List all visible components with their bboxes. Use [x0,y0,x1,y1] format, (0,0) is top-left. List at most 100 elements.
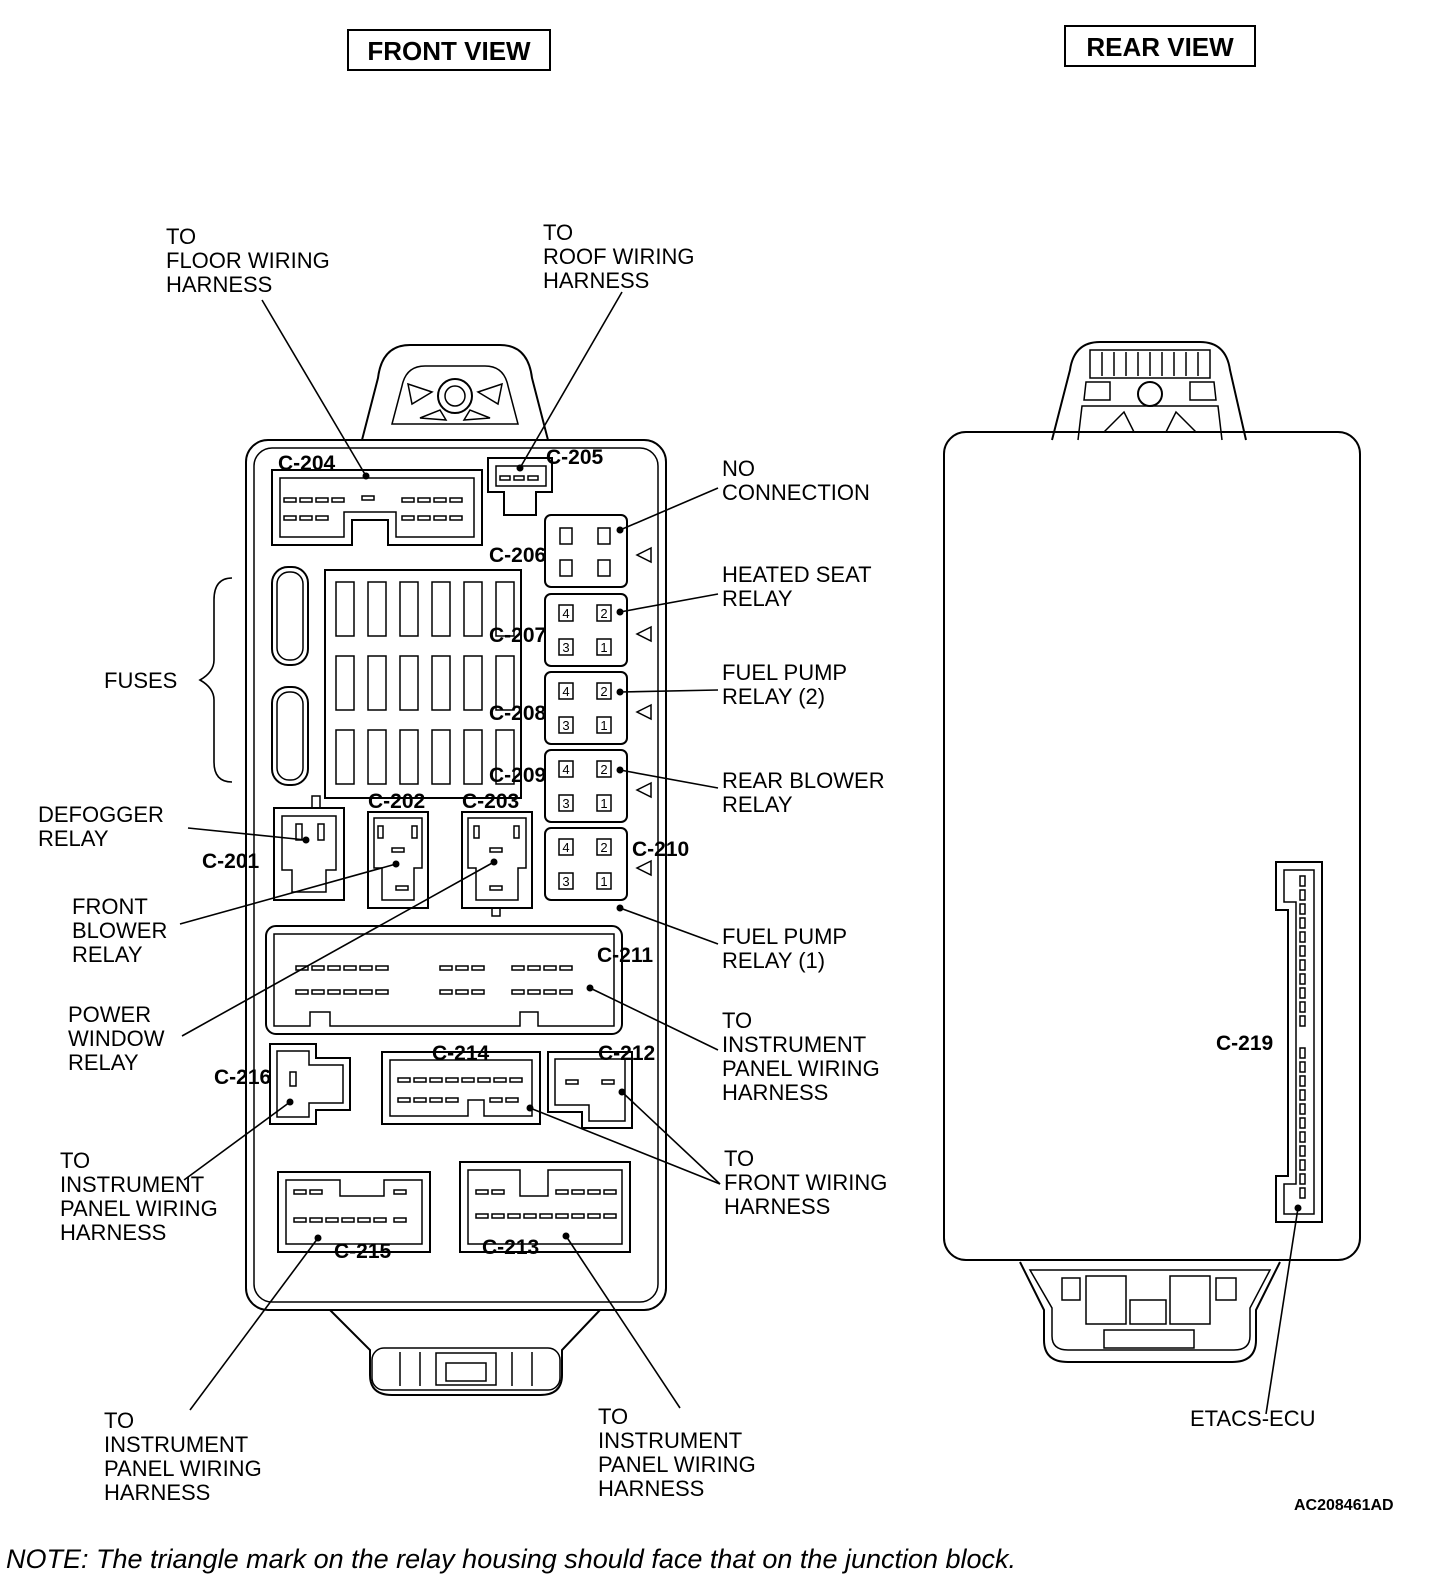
svg-text:C-212: C-212 [598,1042,655,1065]
c219-id: C-219 [1216,1032,1273,1055]
svg-text:C-216: C-216 [214,1066,271,1089]
svg-text:C-210: C-210 [632,838,689,861]
svg-text:TO: TO [60,1148,90,1173]
note-text: NOTE: The triangle mark on the relay hou… [6,1544,1016,1574]
svg-text:TO: TO [722,1008,752,1033]
svg-text:REAR BLOWER: REAR BLOWER [722,768,885,793]
rear-junction-block: C-219 [943,341,1361,1415]
c219-pins [1299,875,1306,1199]
svg-text:C-214: C-214 [432,1042,490,1065]
svg-text:C-203: C-203 [462,790,519,813]
svg-text:RELAY (2): RELAY (2) [722,684,825,709]
svg-text:TO: TO [724,1146,754,1171]
svg-text:TO: TO [104,1408,134,1433]
svg-text:1: 1 [600,640,607,655]
label-heated-seat-relay: HEATED SEAT RELAY [722,562,872,611]
label-floor-harness: TO FLOOR WIRING HARNESS [166,224,330,297]
label-front-harness: TO FRONT WIRING HARNESS [724,1146,887,1219]
svg-text:C-205: C-205 [546,446,604,469]
front-view-title: FRONT VIEW [347,29,551,71]
svg-text:HARNESS: HARNESS [104,1480,210,1505]
svg-text:RELAY: RELAY [68,1050,139,1075]
svg-text:C-201: C-201 [202,850,260,873]
svg-text:HARNESS: HARNESS [166,272,272,297]
svg-text:3: 3 [562,796,569,811]
svg-text:C-204: C-204 [278,452,336,475]
label-ip-harness-left: TO INSTRUMENT PANEL WIRING HARNESS [60,1148,218,1245]
svg-text:C-202: C-202 [368,790,425,813]
label-front-blower-relay: FRONT BLOWER RELAY [72,894,167,967]
svg-text:FUEL PUMP: FUEL PUMP [722,660,847,685]
label-rear-blower-relay: REAR BLOWER RELAY [722,768,885,817]
svg-text:FLOOR WIRING: FLOOR WIRING [166,248,330,273]
relay-bank [273,795,533,917]
rear-view-title: REAR VIEW [1064,25,1256,67]
svg-text:RELAY: RELAY [722,586,793,611]
svg-text:FUEL PUMP: FUEL PUMP [722,924,847,949]
svg-text:3: 3 [562,874,569,889]
svg-text:4: 4 [562,762,569,777]
label-no-connection: NO CONNECTION [722,456,870,505]
svg-text:INSTRUMENT: INSTRUMENT [104,1432,248,1457]
svg-text:C-207: C-207 [489,624,546,647]
svg-text:DEFOGGER: DEFOGGER [38,802,164,827]
label-ip-harness-bottom-right: TO INSTRUMENT PANEL WIRING HARNESS [598,1404,756,1501]
svg-text:RELAY (1): RELAY (1) [722,948,825,973]
c211-pins [295,965,573,995]
svg-text:INSTRUMENT: INSTRUMENT [60,1172,204,1197]
label-fuses: FUSES [104,668,177,693]
svg-text:BLOWER: BLOWER [72,918,167,943]
svg-text:HARNESS: HARNESS [722,1080,828,1105]
fuse-array [335,581,515,785]
svg-text:2: 2 [600,606,607,621]
svg-text:PANEL WIRING: PANEL WIRING [722,1056,880,1081]
connector-ids: C-204 C-205 C-206 C-207 C-208 C-209 C-21… [202,446,689,1263]
svg-text:PANEL WIRING: PANEL WIRING [104,1456,262,1481]
svg-text:RELAY: RELAY [38,826,109,851]
label-ip-harness-right: TO INSTRUMENT PANEL WIRING HARNESS [722,1008,880,1105]
svg-text:4: 4 [562,606,569,621]
svg-text:ROOF WIRING: ROOF WIRING [543,244,695,269]
svg-text:4: 4 [562,684,569,699]
svg-text:C-208: C-208 [489,702,547,725]
svg-text:RELAY: RELAY [722,792,793,817]
svg-text:HEATED SEAT: HEATED SEAT [722,562,872,587]
svg-text:C-211: C-211 [597,944,653,967]
svg-text:C-215: C-215 [334,1240,392,1263]
svg-text:INSTRUMENT: INSTRUMENT [722,1032,866,1057]
label-etacs-ecu: ETACS-ECU [1190,1406,1316,1431]
svg-text:FRONT VIEW: FRONT VIEW [367,36,531,66]
svg-text:FRONT WIRING: FRONT WIRING [724,1170,887,1195]
svg-text:WINDOW: WINDOW [68,1026,165,1051]
svg-text:1: 1 [600,874,607,889]
svg-text:PANEL WIRING: PANEL WIRING [598,1452,756,1477]
triangle-marks [635,546,652,877]
svg-text:HARNESS: HARNESS [598,1476,704,1501]
label-fuel-pump-relay-2: FUEL PUMP RELAY (2) [722,660,847,709]
svg-text:HARNESS: HARNESS [543,268,649,293]
figure-code: AC208461AD [1294,1497,1394,1514]
svg-text:2: 2 [600,840,607,855]
svg-text:TO: TO [166,224,196,249]
label-ip-harness-bottom-left: TO INSTRUMENT PANEL WIRING HARNESS [104,1408,262,1505]
svg-text:HARNESS: HARNESS [724,1194,830,1219]
svg-text:1: 1 [600,796,607,811]
svg-text:POWER: POWER [68,1002,151,1027]
label-roof-harness: TO ROOF WIRING HARNESS [543,220,695,293]
svg-text:1: 1 [600,718,607,733]
svg-text:TO: TO [598,1404,628,1429]
svg-text:3: 3 [562,718,569,733]
leader-lines-front [179,291,721,1411]
svg-text:2: 2 [600,762,607,777]
svg-text:2: 2 [600,684,607,699]
svg-text:HARNESS: HARNESS [60,1220,166,1245]
svg-text:PANEL WIRING: PANEL WIRING [60,1196,218,1221]
svg-text:FRONT: FRONT [72,894,148,919]
svg-text:TO: TO [543,220,573,245]
label-fuel-pump-relay-1: FUEL PUMP RELAY (1) [722,924,847,973]
svg-text:C-213: C-213 [482,1236,539,1259]
